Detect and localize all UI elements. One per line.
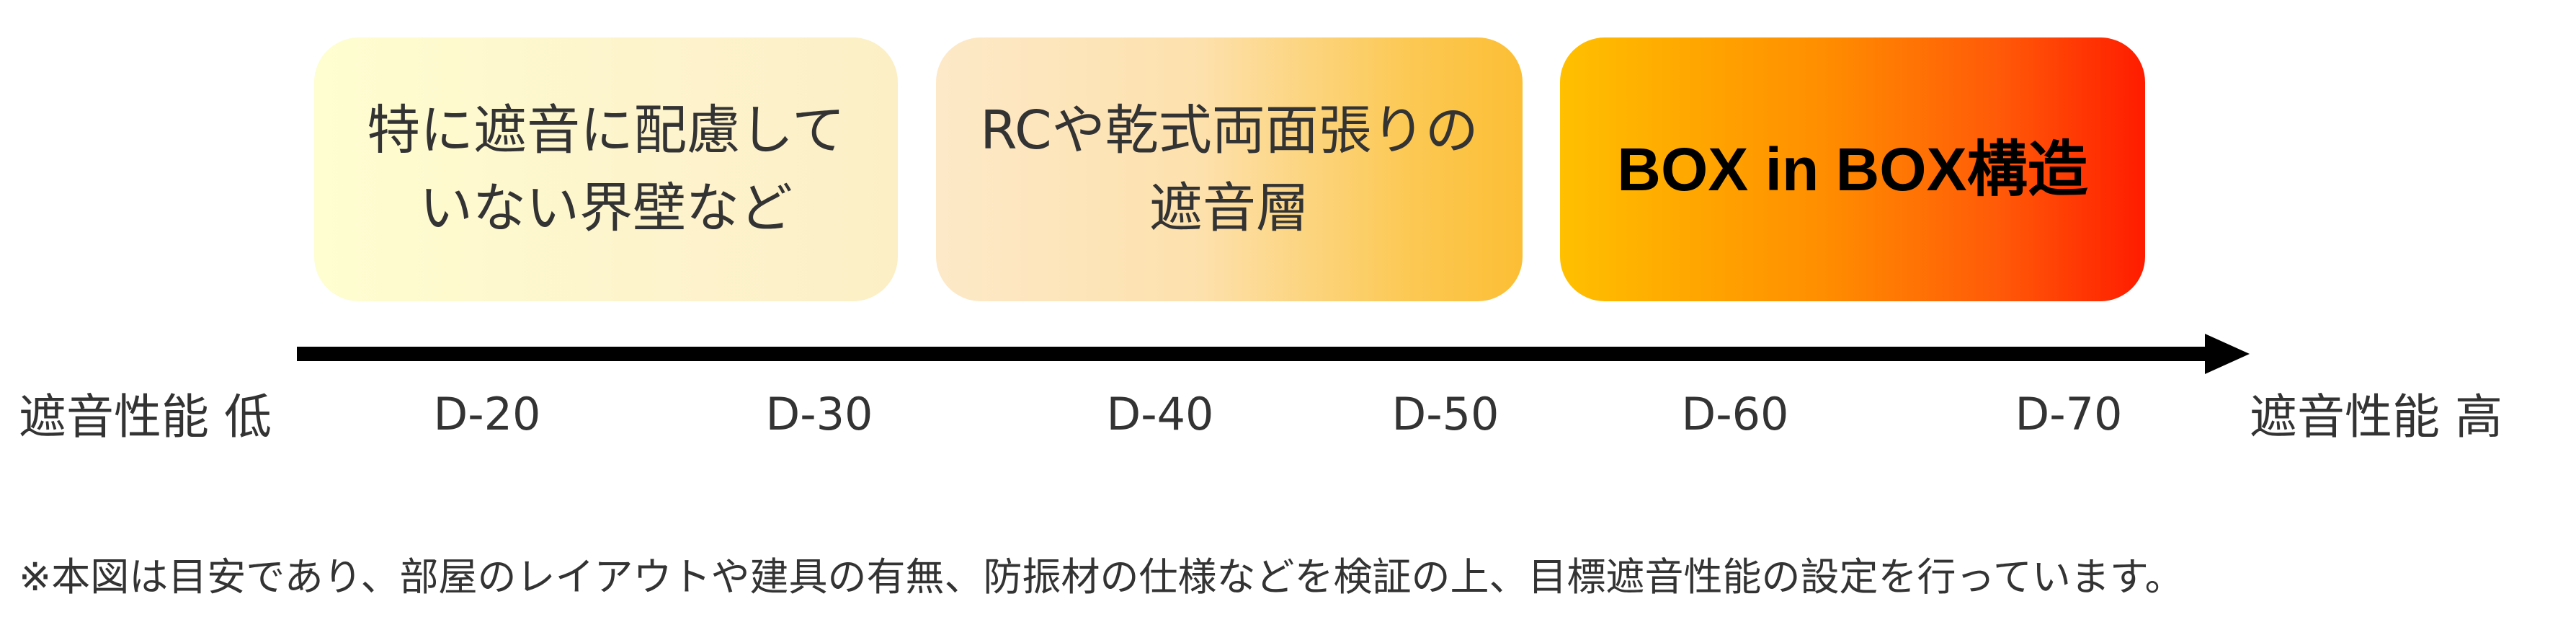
category-box-box-in-box: BOX in BOX構造 [1560,37,2145,301]
performance-axis [297,334,2250,374]
footnote: ※本図は目安であり、部屋のレイアウトや建具の有無、防振材の仕様などを検証の上、目… [19,554,2184,600]
axis-label-low: 遮音性能 低 [19,389,272,445]
axis-label-high: 遮音性能 高 [2250,389,2503,445]
category-box-rc-double-layer: RCや乾式両面張りの 遮音層 [936,37,1523,301]
tick-label-d70: D-70 [2015,388,2123,440]
tick-label-d60: D-60 [1681,388,1789,440]
category-box-standard-wall: 特に遮音に配慮して いない界壁など [314,37,898,301]
category-box-label: BOX in BOX構造 [1617,136,2088,203]
category-box-label: RCや乾式両面張りの 遮音層 [980,99,1479,239]
tick-label-d40: D-40 [1106,388,1214,440]
category-box-label: 特に遮音に配慮して いない界壁など [367,99,845,239]
tick-label-d50: D-50 [1391,388,1499,440]
arrow-head-icon [2205,334,2250,374]
tick-label-d30: D-30 [765,388,873,440]
tick-label-d20: D-20 [433,388,541,440]
